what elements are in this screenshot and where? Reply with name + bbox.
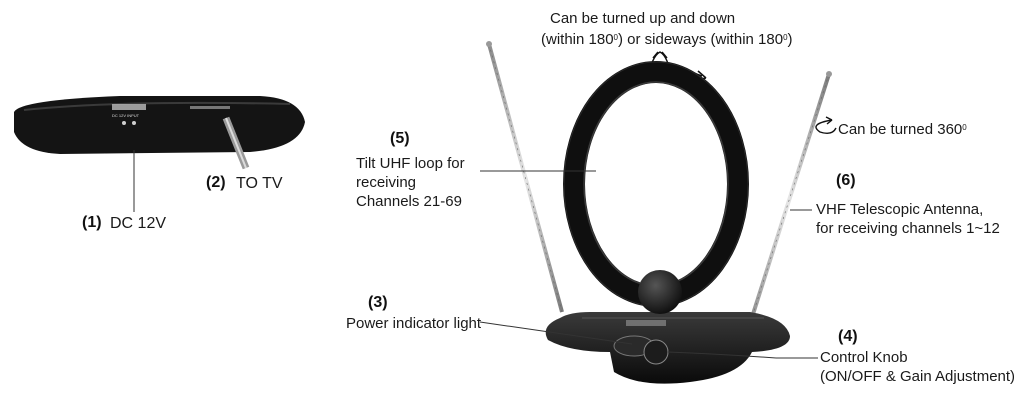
callout-2-number: (2)	[206, 174, 226, 191]
rotate-360-note: Can be turned 3600	[838, 121, 967, 138]
callout-3-number: (3)	[368, 294, 388, 311]
control-knob	[643, 339, 669, 365]
callout-6-label: VHF Telescopic Antenna, for receiving ch…	[816, 201, 1000, 237]
loop-pivot-knob	[638, 270, 682, 314]
callout-4-number: (4)	[838, 328, 858, 345]
callout-5-label: Tilt UHF loop for receiving Channels 21-…	[356, 155, 465, 210]
callout-5-number: (5)	[390, 130, 410, 147]
callout-3-label: Power indicator light	[346, 315, 482, 332]
dc-jack-label: DC 12V INPUT	[112, 113, 140, 118]
tilt-note-line1: Can be turned up and down	[550, 10, 736, 27]
callout-6-number: (6)	[836, 172, 856, 189]
uhf-loop	[563, 61, 749, 307]
vhf-telescopic-left	[486, 41, 564, 313]
callout-4-label: Control Knob (ON/OFF & Gain Adjustment)	[820, 349, 1014, 385]
antenna-base	[545, 270, 790, 384]
base-rear-view: DC 12V INPUT	[14, 96, 305, 212]
tilt-note-line2: (within 1800) or sideways (within 1800)	[541, 31, 793, 48]
rotate-360-arrow	[815, 119, 837, 135]
leader-lines	[479, 170, 818, 359]
callout-2-label: TO TV	[236, 175, 283, 192]
callout-1-number: (1)	[82, 214, 102, 231]
callout-1-label: DC 12V	[110, 215, 167, 232]
vhf-telescopic-right	[746, 71, 832, 331]
